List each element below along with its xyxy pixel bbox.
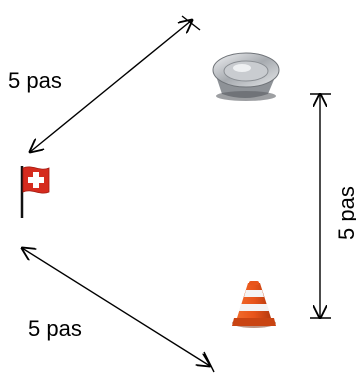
traffic-cone-icon (232, 281, 276, 328)
swiss-flag-icon (20, 166, 50, 218)
arrow-tick-top (181, 15, 201, 31)
distance-label-bottom-left: 5 pas (28, 316, 82, 341)
distance-label-right: 5 pas (334, 186, 356, 240)
arrow-tick-bottom (203, 351, 215, 373)
arrow-flag-to-cone (22, 248, 210, 366)
pet-bowl-icon (212, 52, 280, 101)
arrow-flag-to-bowl (30, 20, 192, 152)
distance-label-top-left: 5 pas (8, 68, 62, 93)
